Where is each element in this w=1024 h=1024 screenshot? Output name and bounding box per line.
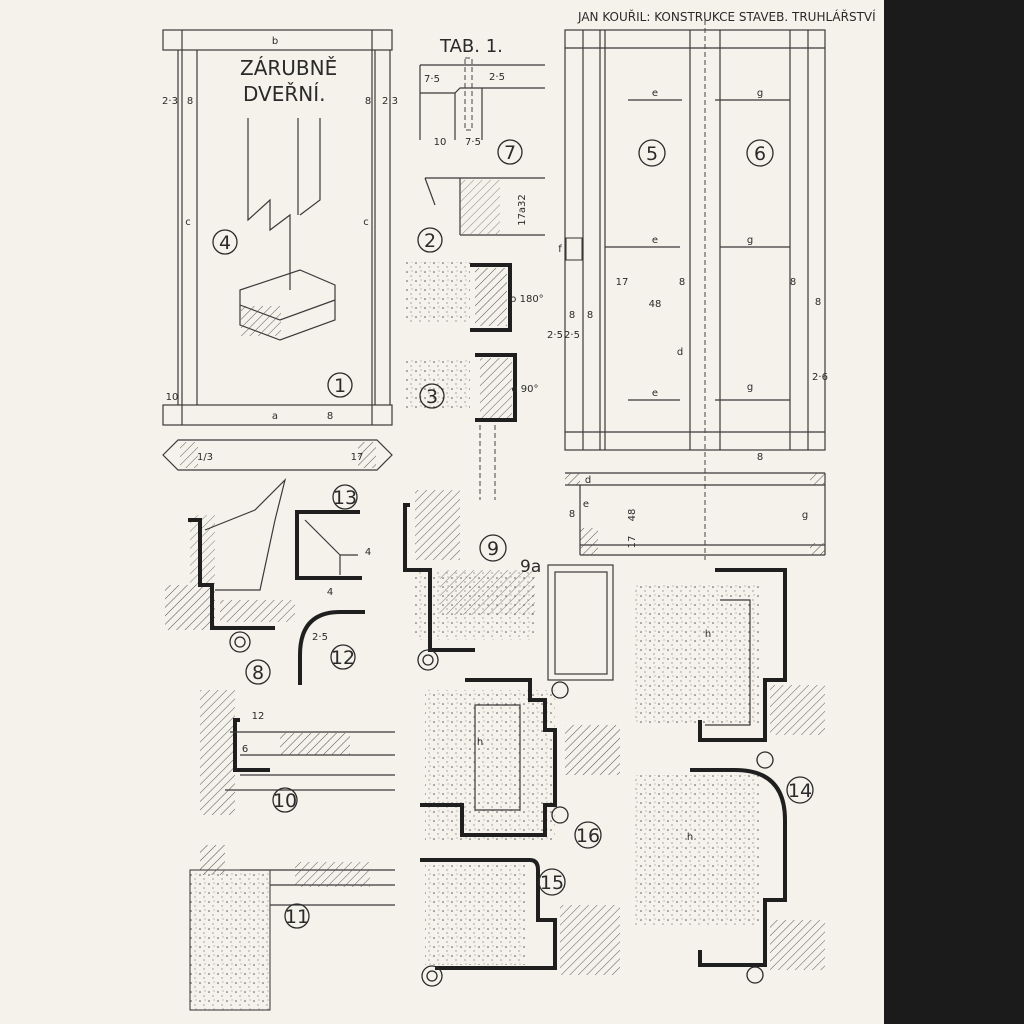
author-title: JAN KOUŘIL: KONSTRUKCE STAVEB. TRUHLÁŘST… bbox=[577, 9, 876, 24]
dim-2-5-door: 2·5 bbox=[564, 330, 580, 341]
figure-2-section: 17a32 2 o 180° 2·5 o 90° 3 bbox=[405, 177, 563, 500]
figure-3-label: 3 bbox=[426, 386, 438, 408]
dim-7-5: 7·5 bbox=[424, 74, 440, 85]
dim-17-sec: 17 bbox=[627, 536, 638, 549]
figure-5-6-door: 5 6 e g e g e g f 17 48 d 8 8 8 8 8 2·5 … bbox=[558, 20, 828, 560]
dim-48-sec: 48 bbox=[627, 509, 638, 522]
door-section: d e 8 48 17 g bbox=[565, 472, 826, 556]
figure-5-label: 5 bbox=[646, 143, 658, 165]
dim-2-5-f2: 2·5 bbox=[547, 330, 563, 341]
dim-8-door-e: 8 bbox=[815, 297, 821, 308]
dim-h-14b: h bbox=[687, 832, 693, 843]
dim-2-3-left: 2·3 bbox=[162, 96, 178, 107]
figure-14-label: 14 bbox=[788, 780, 812, 802]
dim-2-5-f12: 2·5 bbox=[312, 632, 328, 643]
dim-2-6-door: 2·6 bbox=[812, 372, 828, 383]
dim-17a32: 17a32 bbox=[517, 194, 528, 226]
figure-16-15: h 16 15 bbox=[420, 678, 620, 987]
figure-7-joint: 7·5 2·5 10 7·5 7 bbox=[419, 57, 545, 165]
figure-6-label: 6 bbox=[754, 143, 766, 165]
figure-1-label: 1 bbox=[334, 375, 346, 397]
dim-12: 12 bbox=[252, 711, 265, 722]
dim-17: 17 bbox=[351, 452, 364, 463]
dim-8-left: 8 bbox=[187, 96, 193, 107]
scan-edge bbox=[884, 0, 1024, 1024]
threshold-profile: 1/3 17 bbox=[162, 439, 393, 471]
dim-8-right: 8 bbox=[365, 96, 371, 107]
dim-4-a: 4 bbox=[365, 547, 371, 558]
dim-e-2: e bbox=[652, 235, 658, 246]
dim-o90: o 90° bbox=[511, 384, 538, 395]
figure-8-13-12: 8 4 4 13 2·5 12 bbox=[165, 478, 371, 685]
figure-13-label: 13 bbox=[333, 487, 357, 509]
dim-h-16: h bbox=[477, 737, 483, 748]
dim-c-right: c bbox=[363, 217, 369, 228]
dim-a: a bbox=[272, 411, 278, 422]
dim-8-door-a: 8 bbox=[569, 310, 575, 321]
header: JAN KOUŘIL: KONSTRUKCE STAVEB. TRUHLÁŘST… bbox=[439, 9, 876, 57]
figure-9-label: 9 bbox=[487, 538, 499, 560]
dim-8-sec: 8 bbox=[569, 509, 575, 520]
figure-10-label: 10 bbox=[273, 790, 297, 812]
dim-2-5: 2·5 bbox=[489, 72, 505, 83]
dim-8-door-b: 8 bbox=[587, 310, 593, 321]
dim-f: f bbox=[558, 244, 562, 255]
figure-9a-label: 9a bbox=[520, 557, 541, 577]
dim-g-1: g bbox=[757, 88, 763, 99]
figure-8-label: 8 bbox=[252, 662, 264, 684]
dim-g-3: g bbox=[747, 382, 753, 393]
dim-e-1: e bbox=[652, 88, 658, 99]
dim-d-sec: d bbox=[585, 475, 591, 486]
dim-4-b: 4 bbox=[327, 587, 333, 598]
dim-2-3-right: 2·3 bbox=[382, 96, 398, 107]
figure-4-label: 4 bbox=[219, 232, 231, 254]
figure-10-11: 12 6 10 11 bbox=[189, 690, 395, 1011]
figure-7-label: 7 bbox=[504, 142, 516, 164]
dim-e-sec: e bbox=[583, 499, 589, 510]
figure-9: 9 9a bbox=[403, 490, 614, 681]
dim-h-14a: h bbox=[705, 629, 711, 640]
dim-8-bottom: 8 bbox=[327, 411, 333, 422]
dim-o180: o 180° bbox=[510, 294, 543, 305]
dim-10: 10 bbox=[166, 392, 179, 403]
figure-11-label: 11 bbox=[285, 906, 309, 928]
dim-b: b bbox=[272, 36, 278, 47]
dim-g-sec: g bbox=[802, 510, 808, 521]
figure-15-label: 15 bbox=[540, 872, 564, 894]
figure-2-label: 2 bbox=[424, 230, 436, 252]
dim-8-door-d: 8 bbox=[790, 277, 796, 288]
dim-6: 6 bbox=[242, 744, 248, 755]
dim-10-f7: 10 bbox=[434, 137, 447, 148]
figure-12-label: 12 bbox=[331, 647, 355, 669]
dim-third: 1/3 bbox=[197, 452, 213, 463]
dim-c-left: c bbox=[185, 217, 191, 228]
figure-1-frame: ZÁRUBNĚ DVEŘNÍ. 4 1 b a c c 2·3 8 8 2·3 … bbox=[162, 29, 398, 426]
title-line-2: DVEŘNÍ. bbox=[243, 82, 325, 106]
dim-e-3: e bbox=[652, 388, 658, 399]
title-line-1: ZÁRUBNĚ bbox=[240, 56, 337, 80]
figure-16-label: 16 bbox=[576, 825, 600, 847]
dim-8-door-c: 8 bbox=[679, 277, 685, 288]
table-number: TAB. 1. bbox=[439, 36, 503, 57]
dim-7-5-b: 7·5 bbox=[465, 137, 481, 148]
dim-17-door: 17 bbox=[616, 277, 629, 288]
dim-48-door: 48 bbox=[649, 299, 662, 310]
figure-14: h 14 h bbox=[635, 568, 825, 984]
dim-g-2: g bbox=[747, 235, 753, 246]
dim-d: d bbox=[677, 347, 683, 358]
dim-8-door-f: 8 bbox=[757, 452, 763, 463]
